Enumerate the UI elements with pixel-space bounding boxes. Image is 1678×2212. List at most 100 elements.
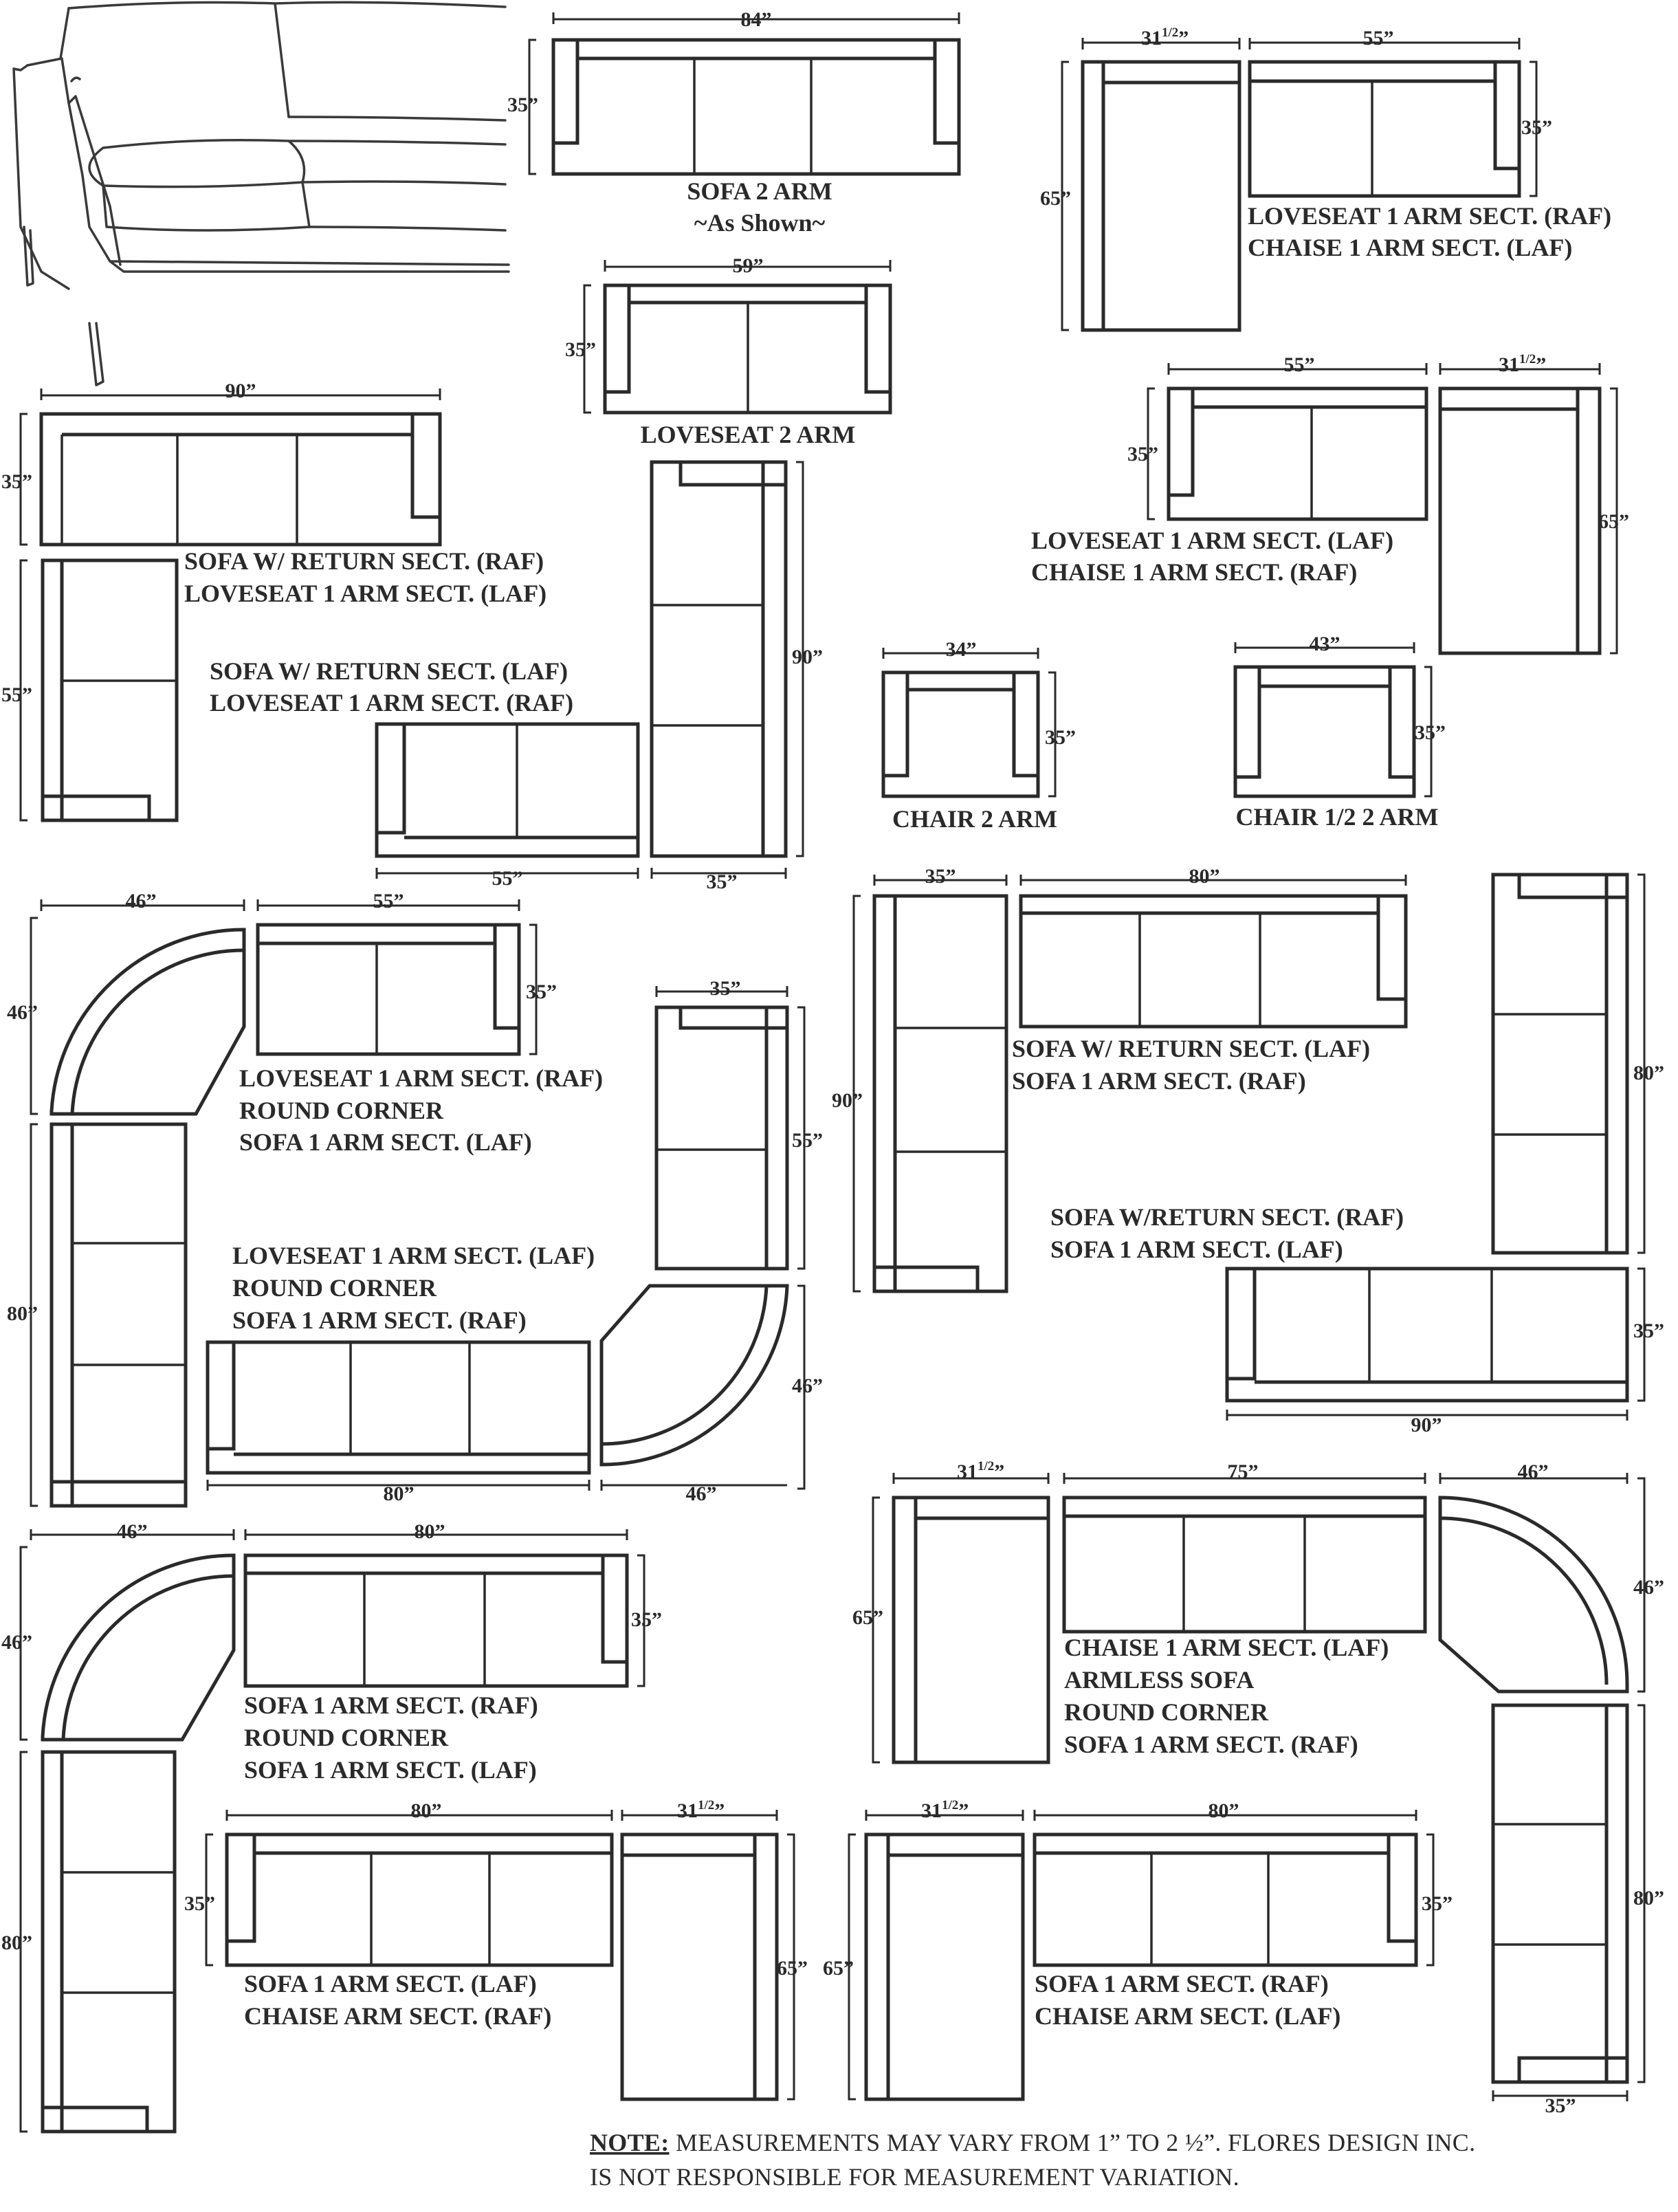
rcA-loveseat-width-dim: 55” bbox=[373, 890, 404, 912]
loveseat-raf-chaise-laf bbox=[1061, 38, 1538, 332]
srl-label-2: LOVESEAT 1 ARM SECT. (RAF) bbox=[210, 689, 573, 716]
rcA-label-2: ROUND CORNER bbox=[239, 1097, 444, 1124]
rcB-sofa-width-dim: 80” bbox=[384, 1482, 415, 1505]
loveseat-laf-chaise-raf bbox=[1147, 363, 1618, 655]
ssB-sofa-depth-dim: 35” bbox=[1633, 1319, 1664, 1342]
loveseat-2-arm bbox=[583, 260, 892, 415]
rcA-corner-width-dim: 46” bbox=[126, 890, 157, 912]
note-key: NOTE: bbox=[590, 2129, 670, 2156]
rcA-sofa-length-dim: 80” bbox=[7, 1302, 38, 1325]
scr-chaise-depth-dim: 65” bbox=[823, 1957, 854, 1980]
big-corner-depth-dim: 46” bbox=[1633, 1576, 1664, 1599]
ssB-label-2: SOFA 1 ARM SECT. (LAF) bbox=[1050, 1236, 1343, 1263]
rcA-loveseat-depth-dim: 35” bbox=[526, 981, 557, 1003]
chair-2-arm bbox=[881, 648, 1057, 798]
loveseat2-depth-dim: 35” bbox=[565, 338, 596, 361]
ssB-return-length-dim: 80” bbox=[1633, 1062, 1664, 1084]
sofa2-width-dim: 84” bbox=[741, 8, 772, 31]
rcB-label-3: SOFA 1 ARM SECT. (RAF) bbox=[232, 1306, 527, 1334]
sofa-2-arm bbox=[528, 12, 961, 176]
round-corner-group-b bbox=[206, 986, 806, 1491]
chair2-label: CHAIR 2 ARM bbox=[892, 805, 1057, 833]
rcB-loveseat-depth-dim: 35” bbox=[710, 977, 741, 1000]
chairhalf-depth-dim: 35” bbox=[1415, 721, 1446, 744]
scl-chaise-depth-dim: 65” bbox=[777, 1957, 808, 1980]
ssB-label-1: SOFA W/RETURN SECT. (RAF) bbox=[1050, 1203, 1404, 1231]
scl-label-2: CHAISE ARM SECT. (RAF) bbox=[244, 2002, 551, 2030]
ssA-label-2: SOFA 1 ARM SECT. (RAF) bbox=[1012, 1067, 1306, 1095]
ssA-label-1: SOFA W/ RETURN SECT. (LAF) bbox=[1012, 1035, 1370, 1062]
ssA-sofa-width-dim: 80” bbox=[1189, 865, 1220, 888]
chairhalf-width-dim: 43” bbox=[1310, 633, 1340, 655]
round-corner-group-c bbox=[19, 1529, 645, 2134]
lcr-loveseat-depth-dim: 35” bbox=[1521, 116, 1552, 139]
sofa-perspective-sketch bbox=[12, 1, 510, 386]
lcl-loveseat-depth-dim: 35” bbox=[1127, 443, 1158, 466]
rcC-sofa-length-dim: 80” bbox=[1, 1931, 32, 1954]
ssA-return-length-dim: 90” bbox=[832, 1089, 863, 1112]
lcr-label-1: LOVESEAT 1 ARM SECT. (RAF) bbox=[1248, 202, 1611, 230]
sofa2-label: SOFA 2 ARM bbox=[687, 177, 832, 205]
big-label-1: CHAISE 1 ARM SECT. (LAF) bbox=[1064, 1634, 1389, 1661]
rcB-label-1: LOVESEAT 1 ARM SECT. (LAF) bbox=[232, 1242, 595, 1269]
rcA-label-1: LOVESEAT 1 ARM SECT. (RAF) bbox=[239, 1064, 603, 1092]
big-sofa-length-dim: 80” bbox=[1633, 1887, 1664, 1909]
scr-chaise-width-dim: 311/2” bbox=[921, 1798, 969, 1822]
lcl-chaise-depth-dim: 65” bbox=[1598, 510, 1629, 533]
rcB-loveseat-length-dim: 55” bbox=[792, 1129, 823, 1152]
big-corner-width-dim: 46” bbox=[1518, 1460, 1549, 1483]
sofa2-sublabel: ~As Shown~ bbox=[694, 209, 826, 237]
chairhalf-label: CHAIR 1/2 2 ARM bbox=[1236, 803, 1439, 831]
round-corner-group-a bbox=[30, 899, 538, 1508]
rcB-label-2: ROUND CORNER bbox=[232, 1274, 437, 1302]
big-label-4: SOFA 1 ARM SECT. (RAF) bbox=[1064, 1731, 1358, 1758]
rcC-corner-width-dim: 46” bbox=[117, 1520, 148, 1543]
lcl-chaise-width-dim: 311/2” bbox=[1499, 352, 1546, 376]
big-chaise-width-dim: 311/2” bbox=[957, 1459, 1004, 1483]
srr-return-dim: 55” bbox=[1, 683, 32, 706]
rcC-sofa-width-dim: 80” bbox=[415, 1520, 445, 1543]
rcB-corner-width-dim: 46” bbox=[686, 1482, 717, 1505]
lcl-label-2: CHAISE 1 ARM SECT. (RAF) bbox=[1031, 558, 1357, 586]
chair-half-2-arm bbox=[1233, 642, 1433, 798]
sofa-return-laf-sofa-raf bbox=[852, 875, 1408, 1293]
loveseat2-width-dim: 59” bbox=[733, 254, 764, 277]
lcr-label-2: CHAISE 1 ARM SECT. (LAF) bbox=[1248, 234, 1572, 261]
big-label-2: ARMLESS SOFA bbox=[1064, 1666, 1254, 1694]
ssA-sofa-depth-dim: 35” bbox=[925, 865, 956, 888]
srr-depth-dim: 35” bbox=[1, 470, 32, 493]
srl-loveseat-width-dim: 55” bbox=[492, 867, 523, 890]
scl-label-1: SOFA 1 ARM SECT. (LAF) bbox=[244, 1970, 537, 1997]
lcl-label-1: LOVESEAT 1 ARM SECT. (LAF) bbox=[1031, 527, 1393, 554]
ssB-sofa-width-dim: 90” bbox=[1411, 1414, 1442, 1436]
scl-sofa-width-dim: 80” bbox=[411, 1799, 442, 1822]
scr-label-1: SOFA 1 ARM SECT. (RAF) bbox=[1035, 1970, 1329, 1997]
chaise-armless-corner-sofa-group bbox=[872, 1473, 1646, 2101]
big-sofa-depth-dim: 35” bbox=[1545, 2094, 1576, 2117]
srl-label-1: SOFA W/ RETURN SECT. (LAF) bbox=[210, 657, 568, 685]
chair2-width-dim: 34” bbox=[946, 638, 977, 661]
loveseat2-label: LOVESEAT 2 ARM bbox=[641, 421, 856, 448]
srr-label-1: SOFA W/ RETURN SECT. (RAF) bbox=[184, 547, 544, 575]
rcC-corner-depth-dim: 46” bbox=[1, 1631, 32, 1654]
srl-sofa-length-dim: 90” bbox=[792, 646, 823, 668]
rcB-corner-depth-dim: 46” bbox=[792, 1375, 823, 1397]
lcl-loveseat-width-dim: 55” bbox=[1284, 353, 1315, 376]
rcC-label-1: SOFA 1 ARM SECT. (RAF) bbox=[244, 1691, 538, 1719]
srr-width-dim: 90” bbox=[225, 380, 256, 402]
big-chaise-depth-dim: 65” bbox=[852, 1606, 883, 1629]
measurement-note-line-2: IS NOT RESPONSIBLE FOR MEASUREMENT VARIA… bbox=[590, 2163, 1239, 2191]
sofa-return-raf-loveseat-laf bbox=[19, 388, 442, 822]
measurement-note-line-1: NOTE: MEASUREMENTS MAY VARY FROM 1” TO 2… bbox=[590, 2129, 1475, 2156]
sofa-laf-chaise-raf bbox=[205, 1810, 795, 2101]
srl-sofa-depth-dim: 35” bbox=[707, 870, 738, 893]
scr-sofa-depth-dim: 35” bbox=[1422, 1892, 1453, 1915]
rcA-label-3: SOFA 1 ARM SECT. (LAF) bbox=[239, 1128, 532, 1156]
lcr-chaise-width-dim: 311/2” bbox=[1141, 25, 1189, 50]
chair2-depth-dim: 35” bbox=[1045, 726, 1076, 749]
scl-chaise-width-dim: 311/2” bbox=[677, 1798, 725, 1822]
scr-label-2: CHAISE ARM SECT. (LAF) bbox=[1035, 2002, 1340, 2030]
scr-sofa-width-dim: 80” bbox=[1208, 1799, 1239, 1822]
big-armless-width-dim: 75” bbox=[1228, 1460, 1259, 1483]
